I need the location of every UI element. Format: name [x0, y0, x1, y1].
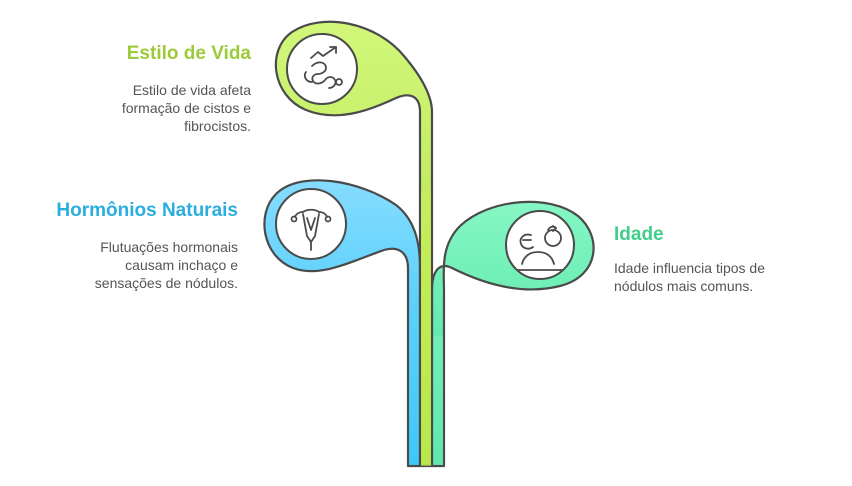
- item-title-hormones: Hormônios Naturais: [56, 200, 238, 221]
- aging-person-icon: [505, 210, 575, 280]
- lifestyle-activity-icon: [286, 33, 358, 105]
- item-description-lifestyle: Estilo de vida afeta formação de cistos …: [121, 82, 251, 134]
- item-title-lifestyle: Estilo de Vida: [126, 43, 251, 64]
- uterus-hormone-icon: [275, 188, 347, 260]
- item-title-age: Idade: [614, 224, 664, 245]
- item-description-hormones: Flutuações hormonais causam inchaço e se…: [94, 239, 238, 291]
- item-description-age: Idade influencia tipos de nódulos mais c…: [614, 260, 765, 294]
